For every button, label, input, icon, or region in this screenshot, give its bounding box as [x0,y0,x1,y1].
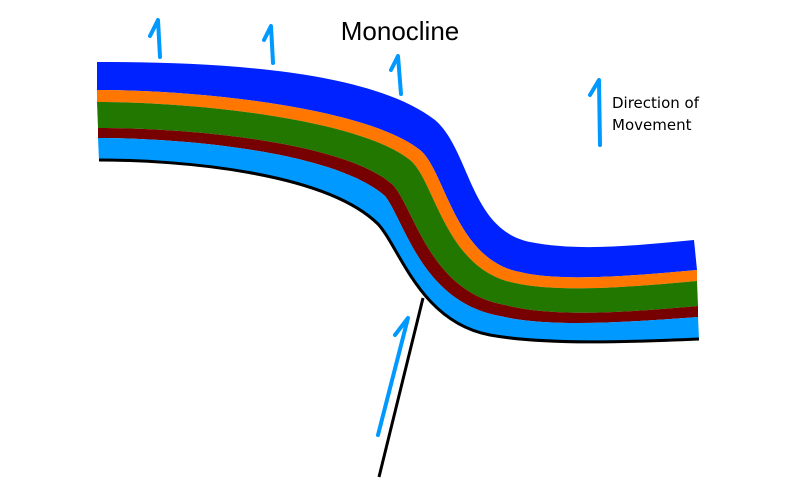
legend-label: Direction of Movement [612,92,699,136]
fold-base-line [98,158,700,344]
fault-arrow-icon [376,316,410,437]
fold-layers [97,62,700,344]
top-layer [97,62,697,278]
legend-line-2: Movement [612,116,692,134]
up-arrow-icon [389,54,403,96]
up-arrow-icon [262,24,275,65]
legend-arrow-icon [588,78,602,147]
green-layer [97,102,698,313]
movement-arrows [148,18,602,437]
fault-line [377,297,425,478]
legend-line-1: Direction of [612,94,699,112]
diagram-title: Monocline [340,16,460,46]
light-blue-layer [98,138,699,342]
up-arrow-icon [148,18,162,59]
